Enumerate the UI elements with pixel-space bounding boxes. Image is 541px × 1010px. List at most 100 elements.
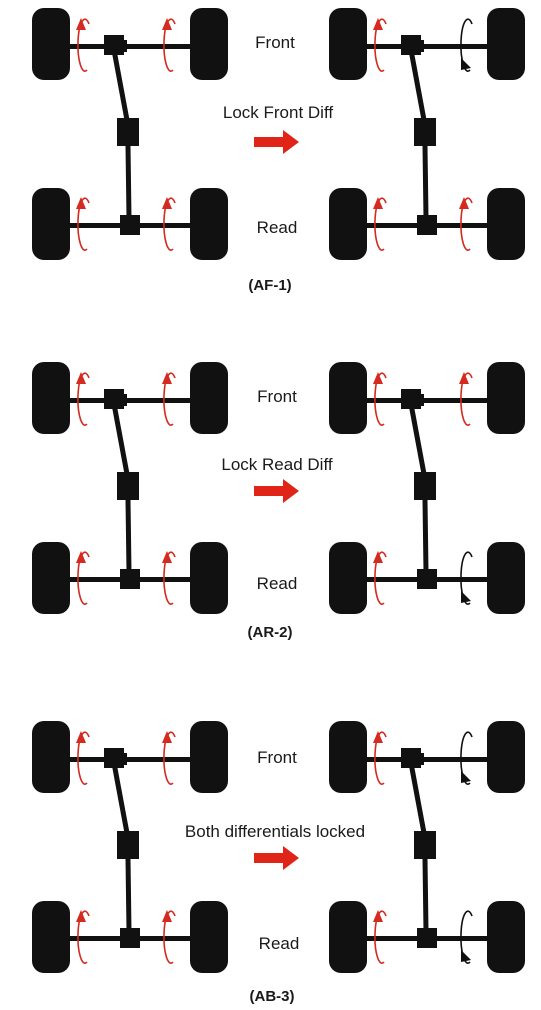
rotation-rear-left-icon: [76, 910, 90, 964]
rotation-arrowhead-icon: [162, 551, 172, 563]
front-label: Front: [257, 748, 297, 767]
front-axle: [60, 757, 200, 762]
front-driveshaft: [111, 49, 130, 121]
front-differential-flange: [416, 394, 424, 406]
rotation-front-right-icon: [162, 731, 176, 785]
front-driveshaft: [111, 762, 130, 834]
transfer-case: [414, 472, 436, 500]
rear-driveshaft: [422, 858, 429, 932]
front-differential-flange: [416, 753, 424, 765]
front-axle: [357, 44, 497, 49]
rotation-arrowhead-icon: [373, 910, 383, 922]
rotation-arrowhead-icon: [162, 197, 172, 209]
rotation-rear-left-icon: [373, 551, 387, 605]
wheel-rear-right: [190, 542, 228, 614]
rotation-arrowhead-icon: [162, 910, 172, 922]
wheel-rear-left: [32, 188, 70, 260]
wheel-front-left: [32, 362, 70, 434]
wheel-rear-left: [32, 542, 70, 614]
wheel-rear-right: [487, 542, 525, 614]
rotation-arrowhead-icon: [162, 18, 172, 30]
wheel-front-left: [329, 721, 367, 793]
panel-ar-2: Front Lock Read Diff Read (AR-2): [32, 362, 525, 641]
rotation-rear-left-icon: [76, 551, 90, 605]
wheel-rear-left: [32, 901, 70, 973]
front-driveshaft: [408, 403, 427, 475]
transfer-case: [414, 831, 436, 859]
rotation-loop: [77, 372, 90, 426]
rotation-loop: [77, 731, 90, 785]
chassis-after: [329, 721, 525, 973]
transition-arrow-icon: [254, 846, 299, 870]
rotation-loop: [77, 197, 90, 251]
rotation-arrowhead-icon: [373, 372, 383, 384]
rotation-arrowhead-icon: [76, 910, 86, 922]
wheel-rear-right: [487, 901, 525, 973]
rotation-loop: [374, 197, 387, 251]
rotation-arrowhead-icon: [76, 731, 86, 743]
rotation-rear-right-icon: [162, 551, 176, 605]
chassis-before: [32, 721, 228, 973]
transfer-case: [117, 831, 139, 859]
rotation-rear-left-icon: [373, 197, 387, 251]
rear-differential: [120, 215, 140, 235]
front-axle: [60, 398, 200, 403]
front-differential-flange: [119, 40, 127, 52]
rotation-rear-right-icon: [460, 551, 473, 605]
rotation-front-right-icon: [162, 372, 176, 426]
panel-caption: (AR-2): [248, 624, 293, 641]
chassis-after: [329, 362, 525, 614]
rotation-rear-left-icon: [76, 197, 90, 251]
panel-af-1: Front Lock Front Diff Read (AF-1): [32, 8, 525, 294]
wheel-front-right: [487, 362, 525, 434]
rotation-loop: [460, 551, 473, 605]
front-driveshaft: [408, 49, 427, 121]
front-axle: [357, 398, 497, 403]
wheel-front-right: [190, 362, 228, 434]
chassis-before: [32, 8, 228, 260]
wheel-front-right: [190, 8, 228, 80]
front-driveshaft: [408, 762, 427, 834]
rotation-loop: [163, 910, 176, 964]
front-differential-flange: [416, 40, 424, 52]
panel-caption: (AF-1): [248, 277, 291, 294]
rotation-front-left-icon: [76, 18, 90, 72]
transfer-case: [414, 118, 436, 146]
rotation-front-left-icon: [373, 731, 387, 785]
wheel-front-left: [32, 721, 70, 793]
front-differential-flange: [119, 753, 127, 765]
rotation-front-right-icon: [460, 18, 473, 72]
rotation-arrowhead-icon: [373, 197, 383, 209]
rear-differential: [417, 928, 437, 948]
wheel-front-left: [329, 8, 367, 80]
rotation-arrowhead-icon: [373, 731, 383, 743]
action-label: Lock Front Diff: [223, 103, 334, 122]
rotation-arrowhead-icon: [461, 950, 471, 962]
rotation-loop: [374, 551, 387, 605]
rotation-loop: [374, 731, 387, 785]
rotation-rear-right-icon: [459, 197, 473, 251]
wheel-rear-left: [329, 188, 367, 260]
panel-caption: (AB-3): [250, 988, 295, 1005]
action-label: Both differentials locked: [185, 822, 365, 841]
rotation-front-left-icon: [373, 372, 387, 426]
rotation-loop: [77, 910, 90, 964]
front-differential-flange: [119, 394, 127, 406]
rear-driveshaft: [125, 499, 132, 573]
wheel-front-left: [329, 362, 367, 434]
rotation-arrowhead-icon: [461, 771, 471, 783]
rear-label: Read: [259, 934, 300, 953]
front-axle: [357, 757, 497, 762]
rotation-loop: [374, 372, 387, 426]
front-label: Front: [255, 33, 295, 52]
chassis-before: [32, 362, 228, 614]
rotation-arrowhead-icon: [459, 372, 469, 384]
wheel-rear-right: [190, 901, 228, 973]
wheel-front-right: [487, 721, 525, 793]
rotation-arrowhead-icon: [461, 58, 471, 70]
wheel-front-right: [487, 8, 525, 80]
rotation-front-right-icon: [459, 372, 473, 426]
rotation-arrowhead-icon: [76, 197, 86, 209]
rotation-rear-right-icon: [162, 910, 176, 964]
